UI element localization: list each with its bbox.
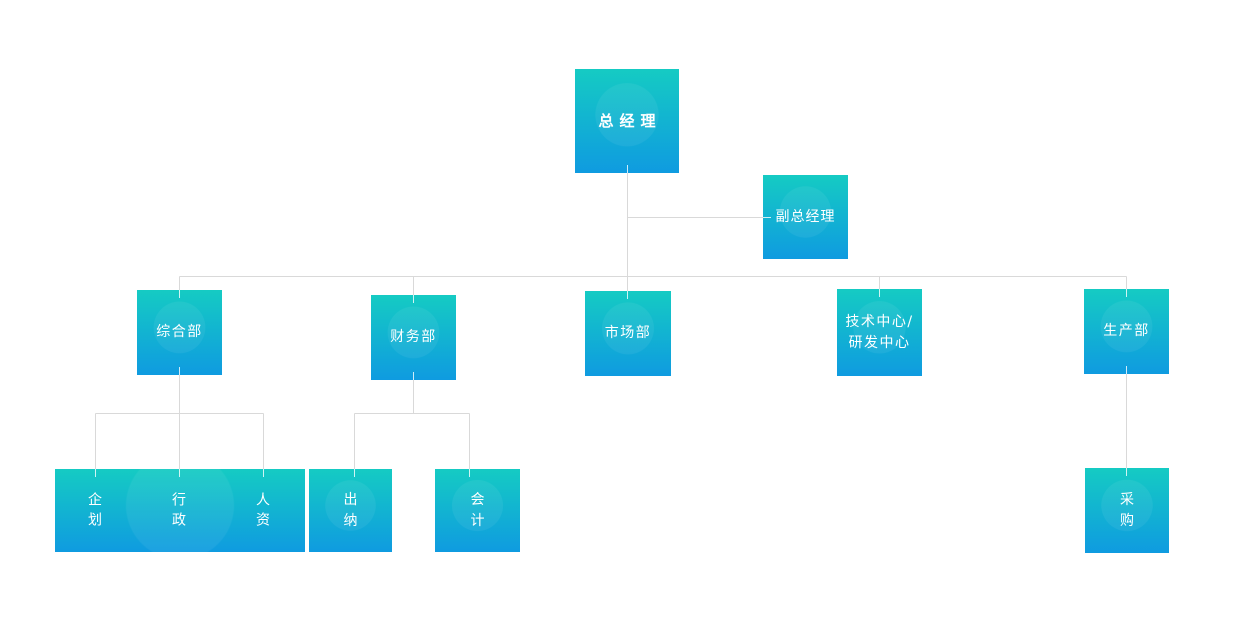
- node-subunit-procurement-label: 采购: [1120, 492, 1134, 529]
- node-dept-marketing-label: 市场部: [604, 325, 652, 341]
- node-subunit-cashier-label: 出纳: [343, 492, 358, 529]
- node-subunit-admin-label: 行政: [172, 492, 186, 529]
- node-subunit-hr-label: 人资: [256, 492, 270, 529]
- node-group-general-affairs-subunits: 企划 行政 人资: [55, 469, 305, 552]
- node-dept-general-affairs-label: 综合部: [156, 324, 203, 340]
- node-dept-production: 生产部: [1084, 289, 1169, 374]
- node-deputy-general-manager: 副总经理: [763, 175, 848, 259]
- node-dept-tech-rd-center: 技术中心/ 研发中心: [837, 289, 922, 376]
- node-general-manager-label: 总经理: [598, 111, 662, 130]
- node-dept-production-label: 生产部: [1103, 323, 1150, 339]
- node-general-manager: 总经理: [575, 69, 679, 173]
- node-dept-general-affairs: 综合部: [137, 290, 222, 375]
- node-subunit-accounting: 会计: [435, 469, 520, 552]
- node-subunit-planning-label: 企划: [88, 492, 102, 529]
- node-dept-finance: 财务部: [371, 295, 456, 380]
- node-dept-tech-rd-center-label: 技术中心/ 研发中心: [845, 313, 914, 351]
- node-subunit-cashier: 出纳: [309, 469, 392, 552]
- node-dept-finance-label: 财务部: [390, 329, 437, 345]
- node-subunit-accounting-label: 会计: [470, 492, 485, 529]
- node-subunit-procurement: 采购: [1085, 468, 1169, 553]
- node-deputy-general-manager-label: 副总经理: [775, 208, 836, 225]
- node-dept-marketing: 市场部: [585, 291, 671, 376]
